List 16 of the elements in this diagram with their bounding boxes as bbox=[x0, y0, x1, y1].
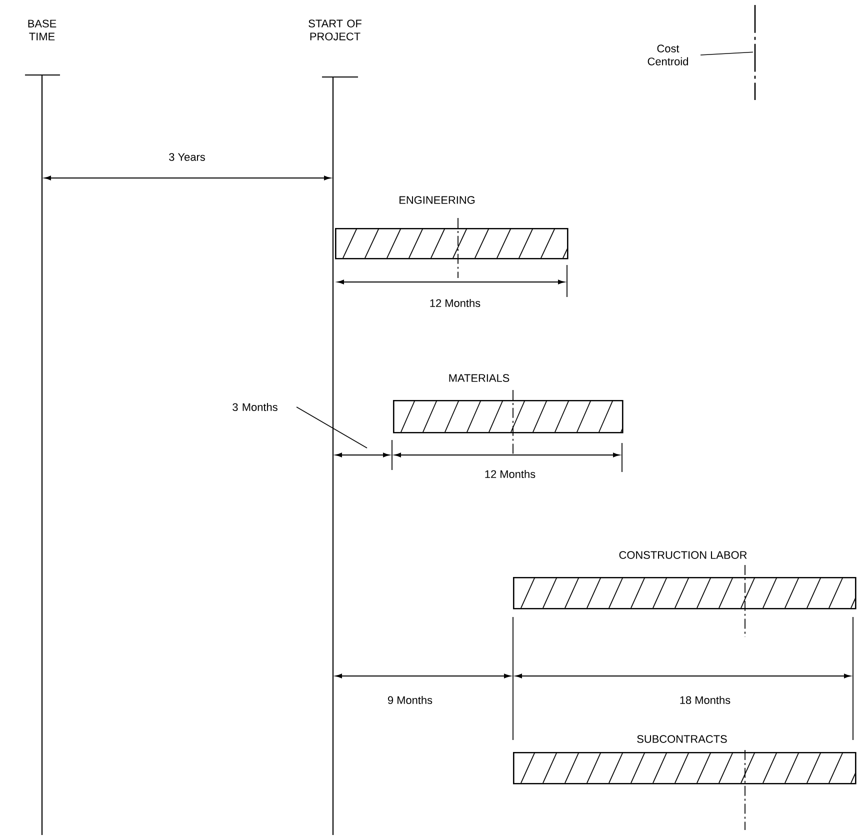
bar-heading: SUBCONTRACTS bbox=[637, 735, 727, 743]
axis-heading: BASE TIME bbox=[28, 20, 56, 40]
centroid-mark bbox=[754, 5, 756, 100]
dimension-label: 12 Months bbox=[485, 470, 536, 478]
bar-heading: ENGINEERING bbox=[400, 196, 475, 204]
dimension-label: 12 Months bbox=[430, 298, 480, 308]
leader-line bbox=[296, 406, 368, 448]
axis-heading: START OF PROJECT bbox=[308, 20, 362, 40]
dimension-label: 18 Months bbox=[680, 696, 730, 704]
bar-heading: MATERIALS bbox=[449, 374, 510, 382]
bar-heading: CONSTRUCTION LABOR bbox=[619, 551, 747, 559]
dimension-label: 3 Years bbox=[169, 153, 205, 161]
dimension-label: 9 Months bbox=[388, 696, 432, 704]
leader-line bbox=[700, 52, 754, 56]
callout-text: Cost Centroid bbox=[648, 44, 688, 66]
callout-text: 3 Months bbox=[232, 402, 278, 412]
